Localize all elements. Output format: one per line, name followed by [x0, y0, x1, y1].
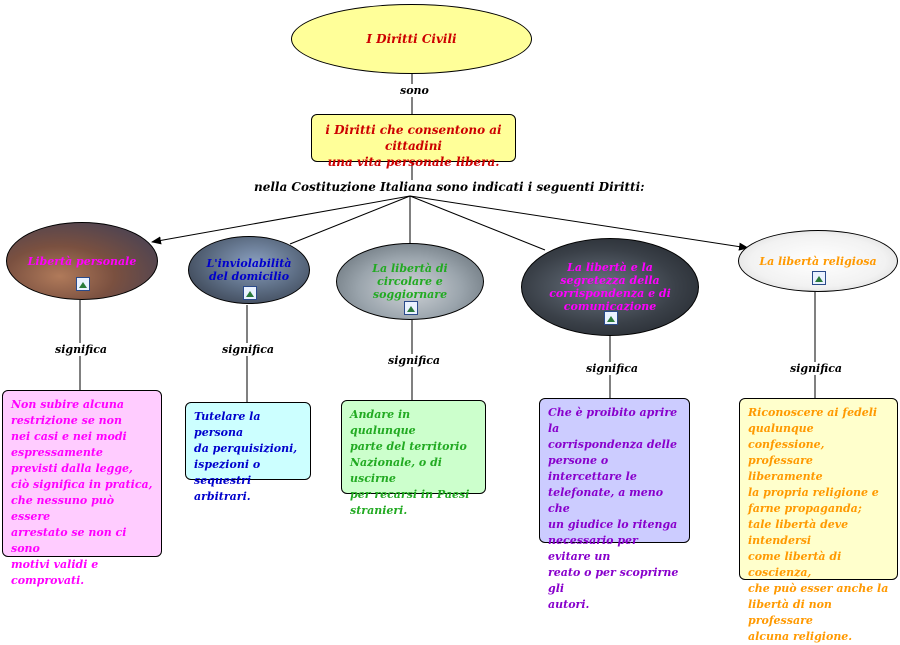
link-label-significa: significa [53, 343, 110, 356]
description-line: Non subire alcuna [11, 398, 125, 411]
description-line: libertà di non professare [748, 598, 832, 627]
description-line: Che è proibito aprire la [548, 406, 678, 435]
description-line: parte del territorio [350, 440, 467, 453]
description-line: per recarsi in Paesi [350, 488, 470, 501]
link-label-significa: significa [386, 354, 443, 367]
link-to-right-2 [289, 195, 411, 245]
description-line: stranieri. [350, 504, 408, 517]
link-to-right-4 [409, 195, 546, 251]
link-label-significa: significa [584, 362, 641, 375]
description-line: Riconoscere ai fedeli [748, 406, 878, 419]
description-line: professare liberamente [748, 454, 823, 483]
root-label: I Diritti Civili [366, 32, 457, 46]
definition-line-1: i Diritti che consentono ai cittadini [325, 123, 502, 153]
image-icon[interactable] [404, 301, 418, 315]
description-line: persone o intercettare le [548, 454, 637, 483]
description-line: tale libertà deve intendersi [748, 518, 849, 547]
description-line: arrestato se non ci sono [11, 526, 127, 555]
definition-line-2: una vita personale libera. [327, 155, 500, 169]
description-movement[interactable]: Andare in qualunque parte del territorio… [341, 400, 486, 517]
concept-links [79, 74, 816, 402]
right-title: La libertà e la segretezza della corrisp… [549, 261, 671, 313]
description-line: qualunque confessione, [748, 422, 825, 451]
right-domicile[interactable]: L'inviolabilità del domicilio [188, 236, 310, 304]
description-line: che può esser anche la [748, 582, 889, 595]
description-line: che nessuno può essere [11, 494, 115, 523]
right-religion[interactable]: La libertà religiosa [738, 230, 898, 292]
right-correspondence[interactable]: La libertà e la segretezza della corrisp… [521, 238, 699, 336]
description-religion[interactable]: Riconoscere ai fedeli qualunque confessi… [739, 398, 898, 643]
description-line: motivi validi e comprovati. [11, 558, 99, 587]
description-line: necessario per evitare un [548, 534, 638, 563]
image-icon[interactable] [243, 286, 257, 300]
description-line: alcuna religione. [748, 630, 853, 643]
description-line: reato o per scoprirne gli [548, 566, 679, 595]
image-icon[interactable] [604, 311, 618, 325]
link-label-constitution: nella Costituzione Italiana sono indicat… [252, 180, 647, 194]
description-line: ciò significa in pratica, [11, 478, 153, 491]
right-title: L'inviolabilità del domicilio [206, 257, 292, 283]
description-line: Nazionale, o di uscirne [350, 456, 442, 485]
description-line: un giudice lo ritenga [548, 518, 678, 531]
description-line: ispezioni o sequestri [194, 458, 261, 487]
description-line: da perquisizioni, [194, 442, 298, 455]
description-line: Andare in qualunque [350, 408, 416, 437]
description-line: Tutelare la persona [194, 410, 261, 439]
right-title: Libertà personale [27, 254, 137, 268]
root-concept[interactable]: I Diritti Civili [291, 4, 532, 74]
image-icon[interactable] [76, 277, 90, 291]
description-line: nei casi e nei modi [11, 430, 127, 443]
description-personal-freedom[interactable]: Non subire alcuna restrizione se non nei… [2, 390, 162, 587]
description-line: come libertà di coscienza, [748, 550, 842, 579]
description-line: corrispondenza delle [548, 438, 677, 451]
description-line: restrizione se non [11, 414, 122, 427]
description-line: la propria religione e [748, 486, 879, 499]
description-domicile[interactable]: Tutelare la persona da perquisizioni, is… [185, 402, 311, 503]
link-label-sono: sono [398, 84, 431, 97]
right-personal-freedom[interactable]: Libertà personale [6, 222, 158, 300]
description-correspondence[interactable]: Che è proibito aprire la corrispondenza … [539, 398, 690, 611]
description-line: telefonate, a meno che [548, 486, 664, 515]
definition-box[interactable]: i Diritti che consentono ai cittadini un… [311, 114, 516, 169]
image-icon[interactable] [812, 271, 826, 285]
link-to-right-5 [409, 195, 749, 251]
link-label-significa: significa [220, 343, 277, 356]
description-line: espressamente [11, 446, 103, 459]
right-movement[interactable]: La libertà di circolare e soggiornare [336, 243, 484, 320]
right-title: La libertà religiosa [759, 254, 877, 268]
right-title: La libertà di circolare e soggiornare [372, 262, 448, 301]
link-label-significa: significa [788, 362, 845, 375]
link-to-right-1 [151, 195, 411, 245]
description-line: arbitrari. [194, 490, 251, 503]
description-line: autori. [548, 598, 590, 611]
description-line: farne propaganda; [748, 502, 862, 515]
description-line: previsti dalla legge, [11, 462, 133, 475]
